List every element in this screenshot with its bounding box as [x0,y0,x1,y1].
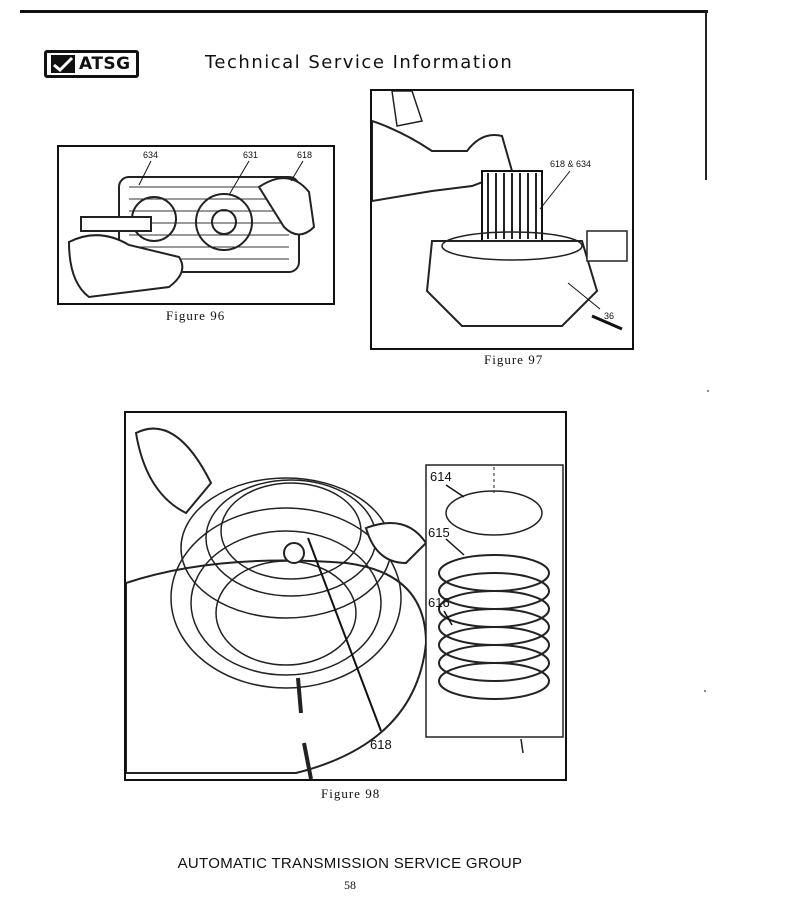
callout-631: 631 [243,150,258,160]
page-number: 58 [344,878,356,892]
page-title: Technical Service Information [205,52,514,73]
callout-615: 615 [428,525,450,540]
figure-97-caption: Figure 97 [484,352,544,367]
callout-634: 634 [143,150,158,160]
atsg-logo: ATSG [44,50,139,78]
callout-618-634: 618 & 634 [550,159,591,169]
callout-616: 616 [428,595,450,610]
logo-text: ATSG [79,54,131,74]
figure-98-caption: Figure 98 [321,786,381,801]
callout-618: 618 [297,150,312,160]
callout-618: 618 [370,737,392,752]
figure-96-illustration: 634 631 618 [57,145,335,305]
figure-98-illustration: 614 615 616 618 [124,411,567,781]
right-border-rule [705,10,707,180]
scan-speck [704,690,706,692]
footer-title: AUTOMATIC TRANSMISSION SERVICE GROUP [177,855,523,872]
callout-36: 36 [604,311,614,321]
callout-614: 614 [430,469,452,484]
figure-96-caption: Figure 96 [166,308,226,323]
atsg-check-logo-icon [51,55,75,73]
figure-97-illustration: 618 & 634 36 [370,89,634,350]
top-border-rule [20,10,708,13]
scan-speck [707,390,709,392]
